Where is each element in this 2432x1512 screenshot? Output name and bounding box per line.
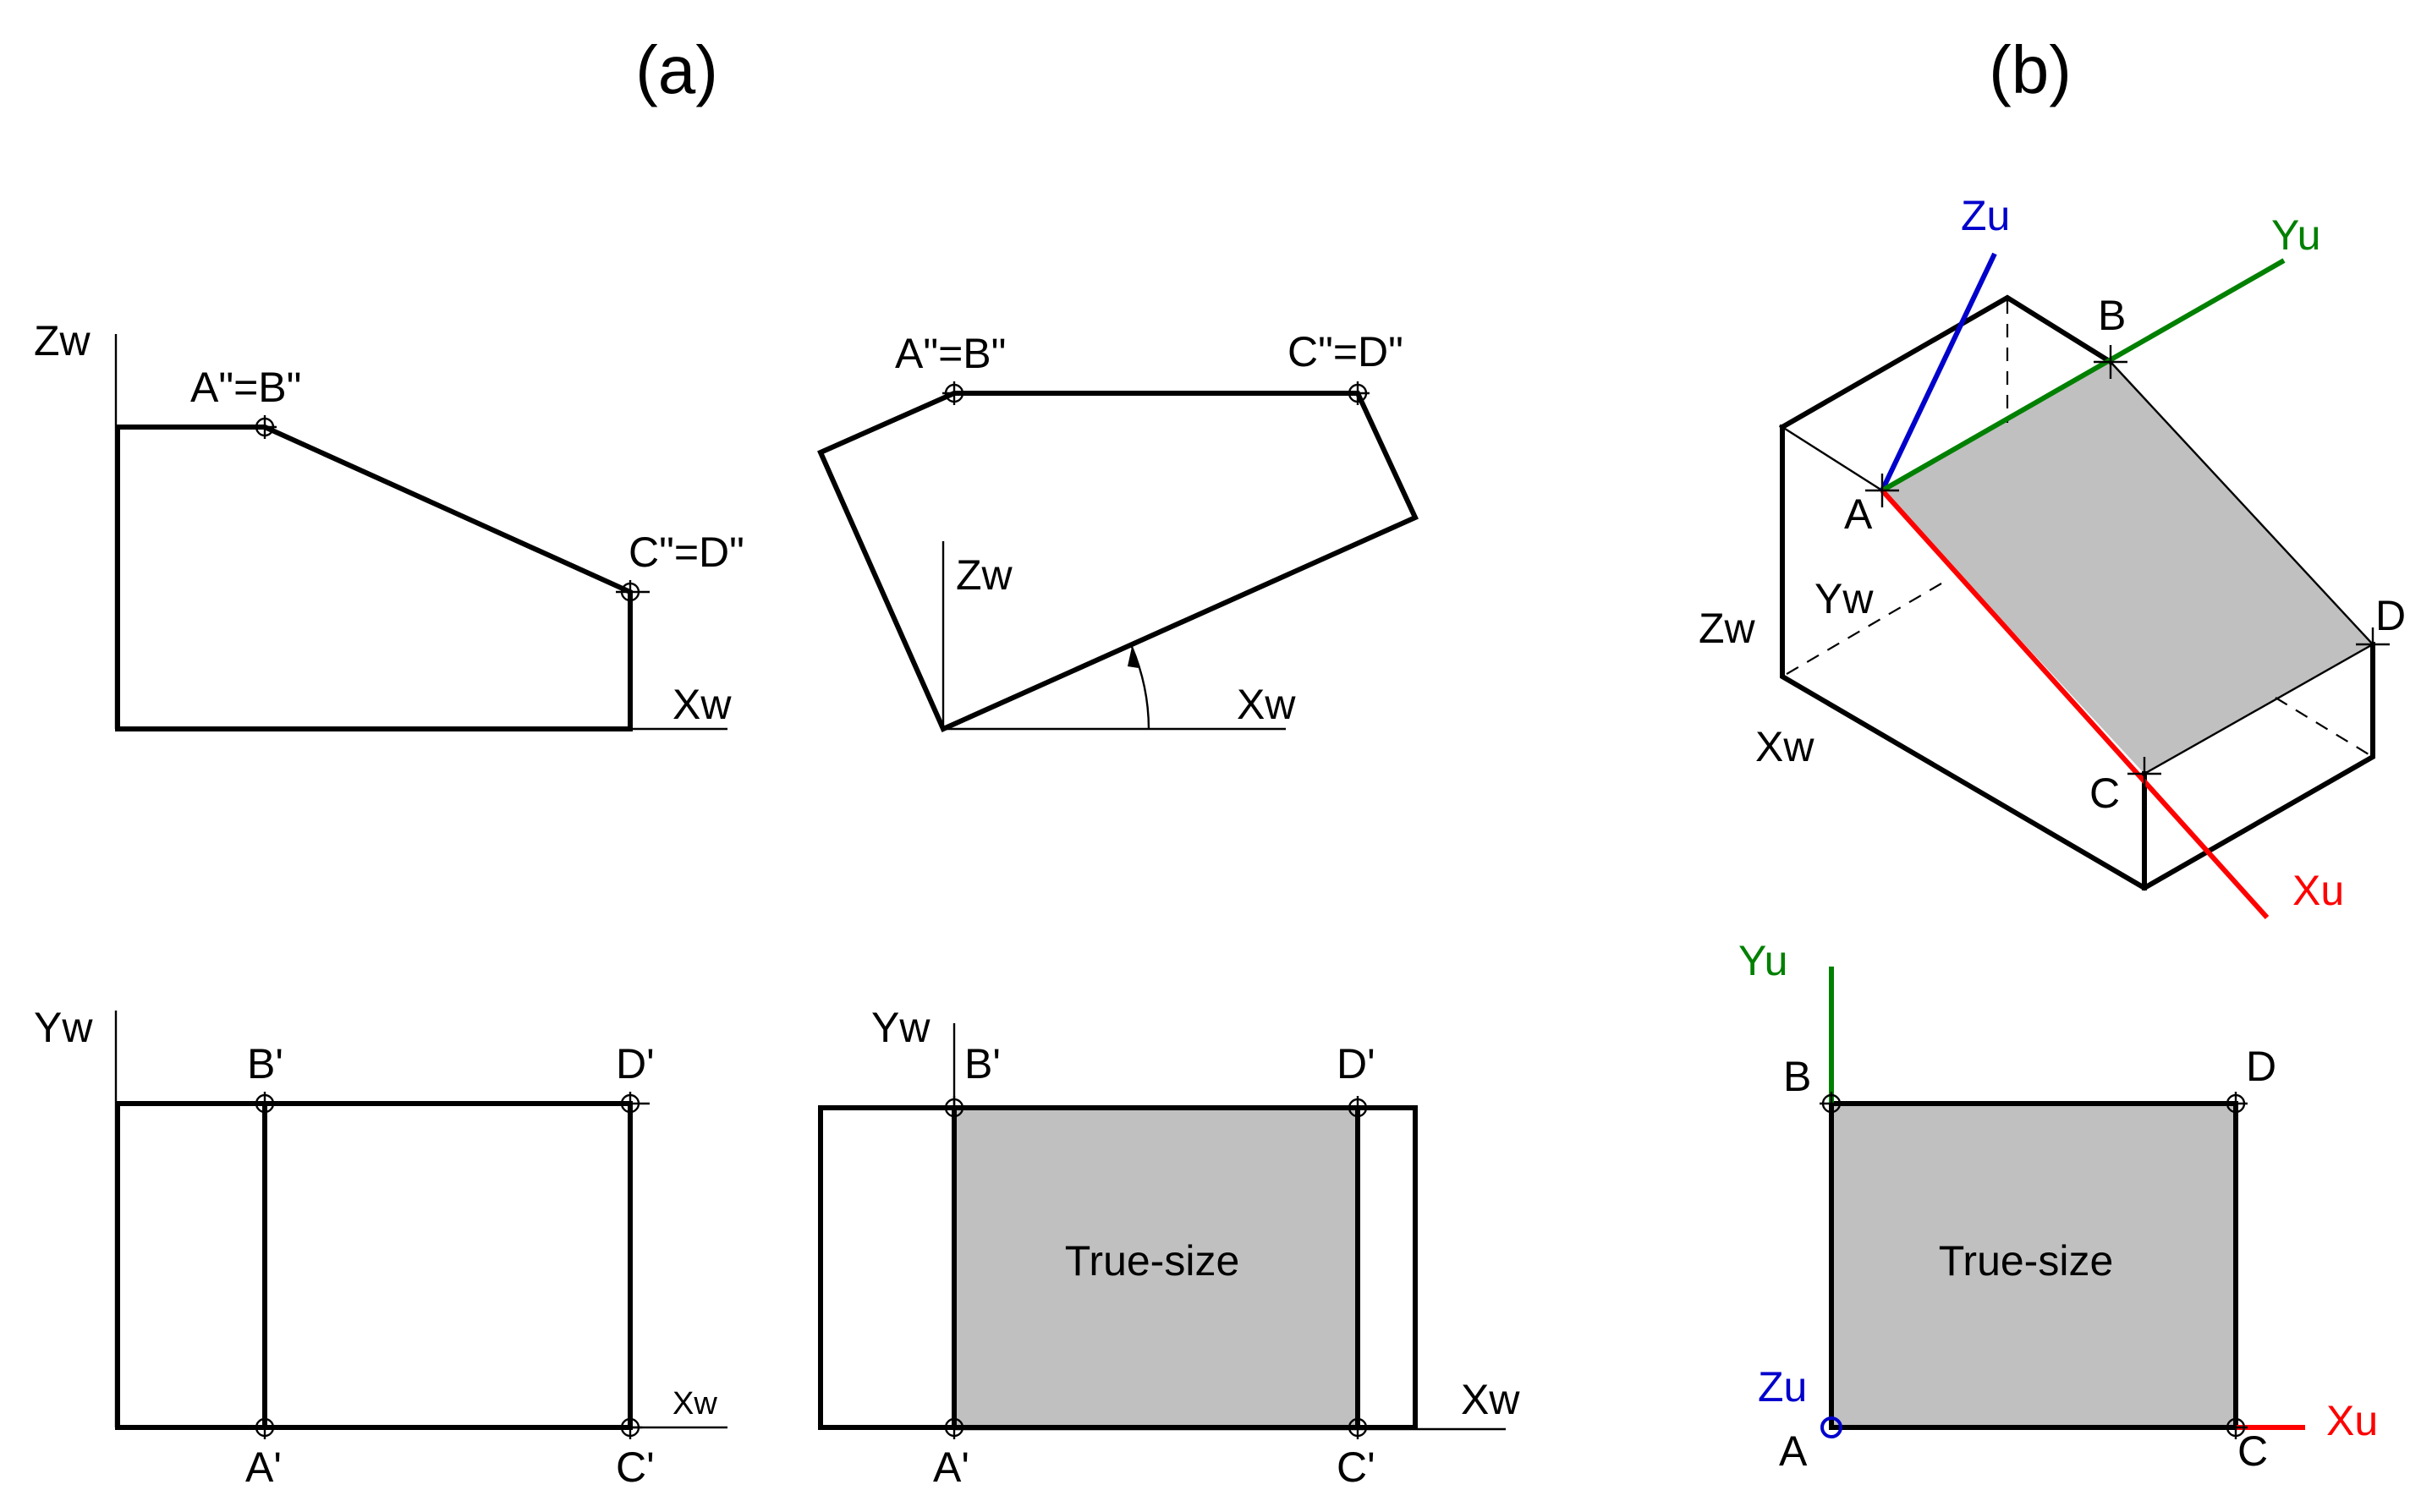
iso-a-label: A (1844, 490, 1873, 538)
top-view: Yw Xw B' D' A' C' (34, 1004, 727, 1491)
point-marker-cd (616, 580, 650, 604)
ucs-c-label: C (2237, 1427, 2268, 1475)
rot-ab-label: A"=B" (895, 330, 1006, 377)
aux-yw-label: Yw (871, 1004, 931, 1051)
iso-b-label: B (2098, 292, 2126, 339)
ucs-b-label: B (1783, 1053, 1811, 1100)
true-size-face (954, 1108, 1358, 1427)
top-xw-label: Xw (673, 1386, 717, 1422)
ucs-face-outline (1829, 1101, 2238, 1430)
front-cd-label: C"=D" (629, 529, 744, 576)
iso-point-markers (1865, 345, 2390, 791)
top-b-label: B' (247, 1040, 283, 1087)
ucs-zu-axis-icon (1820, 1416, 1842, 1438)
iso-zu-label: Zu (1961, 192, 2010, 239)
ucs-zu-label: Zu (1758, 1363, 1807, 1411)
iso-xu-axis (1880, 488, 2270, 920)
isometric-view: Zu Yu Xu Zw Yw Xw A B C D (1699, 192, 2406, 920)
ucs-yu-label: Yu (1738, 937, 1787, 984)
iso-yu-axis (1880, 258, 2286, 493)
iso-top-outline (1778, 294, 2115, 431)
aux-xw-label: Xw (1461, 1376, 1520, 1423)
auxiliary-top-view: Yw Xw B' D' A' C' True-size (818, 1004, 1520, 1491)
rot-xw-label: Xw (1237, 681, 1296, 728)
panel-b-title: (b) (1989, 32, 2072, 107)
iso-zu-axis (1880, 252, 1997, 492)
point-marker-ab (253, 415, 277, 439)
panel-b: (b) Zu (1699, 32, 2406, 1475)
rot-cd-label: C"=D" (1287, 328, 1403, 375)
iso-edge-dc (2144, 643, 2374, 775)
ucs-point-markers (1820, 1092, 2248, 1439)
top-a-label: A' (245, 1444, 282, 1491)
aux-c-label: C' (1337, 1444, 1375, 1491)
rotation-angle-arc (1130, 646, 1150, 730)
ucs-d-label: D (2246, 1043, 2276, 1090)
aux-b-label: B' (964, 1040, 1001, 1087)
iso-yu-label: Yu (2271, 211, 2320, 259)
rotated-front-outline (817, 391, 1419, 732)
iso-d-label: D (2375, 592, 2406, 639)
front-view-outline (115, 425, 633, 731)
top-view-outline (115, 1101, 633, 1430)
iso-c-label: C (2089, 770, 2120, 817)
front-view: Zw Xw A"=B" C"=D" (34, 317, 744, 731)
aux-view-outline (818, 1105, 1418, 1430)
rotation-arrow-icon (1128, 647, 1139, 668)
top-c-label: C' (616, 1444, 655, 1491)
rot-point-marker-ab (942, 381, 966, 405)
iso-zw-label: Zw (1699, 605, 1756, 652)
panel-a: (a) Zw Xw A"=B" C"=D" (34, 32, 1520, 1491)
iso-edge-bd (2110, 361, 2374, 645)
ucs-true-size-face (1831, 1104, 2236, 1427)
iso-true-size-face (1882, 362, 2373, 774)
panel-a-title: (a) (635, 32, 718, 107)
front-ab-label: A"=B" (190, 364, 301, 411)
top-point-markers (253, 1092, 650, 1439)
ucs-true-size-label: True-size (1939, 1237, 2114, 1285)
aux-true-size-label: True-size (1065, 1237, 1240, 1285)
rot-point-marker-cd (1346, 381, 1370, 405)
ucs-xu-label: Xu (2326, 1397, 2378, 1444)
iso-hidden-edge-back (2275, 697, 2374, 758)
aux-a-label: A' (933, 1444, 969, 1491)
iso-yw-label: Yw (1814, 575, 1874, 622)
top-yw-label: Yw (34, 1004, 93, 1051)
aux-d-label: D' (1337, 1040, 1375, 1087)
aux-point-markers (942, 1096, 1370, 1439)
front-xw-label: Xw (673, 681, 732, 728)
front-zw-label: Zw (34, 317, 91, 364)
rot-zw-label: Zw (956, 551, 1013, 599)
ucs-a-label: A (1779, 1427, 1808, 1475)
iso-edge-top-left (1781, 425, 1883, 492)
ucs-true-view: Yu Zu Xu B D A C True-size (1738, 937, 2378, 1475)
iso-xu-label: Xu (2292, 867, 2344, 914)
top-d-label: D' (616, 1040, 655, 1087)
iso-hidden-edge-yw (1781, 583, 1942, 677)
rotated-front-view: Zw Xw A"=B" C"=D" (817, 328, 1419, 732)
iso-xw-label: Xw (1755, 723, 1814, 770)
